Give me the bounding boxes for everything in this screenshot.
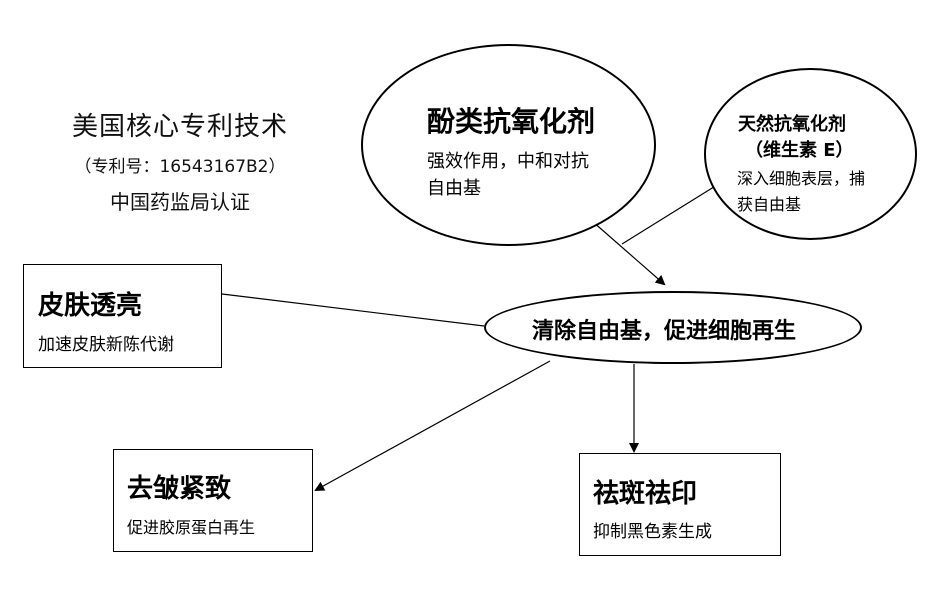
- spot-removal-box: [579, 453, 781, 556]
- skin-brightening-desc: 加速皮肤新陈代谢: [38, 335, 174, 355]
- connector-phenol-to-center: [591, 220, 666, 286]
- central-label: 清除自由基，促进细胞再生: [532, 319, 797, 344]
- natural-antioxidant-ellipse: [704, 68, 917, 240]
- natural-antioxidant-desc-line1: 深入细胞表层，捕: [737, 169, 866, 188]
- anti-wrinkle-title: 去皱紧致: [127, 474, 232, 504]
- phenol-antioxidant-desc-line2: 自由基: [427, 178, 481, 199]
- phenol-antioxidant-desc-line1: 强效作用，中和对抗: [427, 151, 589, 172]
- patent-title: 美国核心专利技术: [71, 112, 288, 142]
- natural-antioxidant-title: 天然抗氧化剂: [738, 114, 846, 135]
- skin-brightening-title: 皮肤透亮: [38, 291, 143, 321]
- natural-antioxidant-subtitle: （维生素 E）: [745, 140, 854, 161]
- connector-center-to-wrinkle: [314, 360, 551, 491]
- central-ellipse: [484, 291, 862, 364]
- patent-certification: 中国药监局认证: [110, 190, 250, 214]
- skin-brightening-box: [23, 264, 222, 368]
- natural-antioxidant-desc-line2: 获自由基: [737, 195, 802, 214]
- anti-wrinkle-desc: 促进胶原蛋白再生: [127, 518, 256, 537]
- phenol-antioxidant-title: 酚类抗氧化剂: [427, 105, 596, 138]
- spot-removal-desc: 抑制黑色素生成: [593, 522, 712, 542]
- anti-wrinkle-box: [113, 449, 313, 552]
- spot-removal-title: 祛斑祛印: [593, 479, 698, 509]
- connector-center-to-skin: [221, 293, 485, 327]
- patent-number: （专利号：16543167B2）: [74, 157, 286, 177]
- phenol-antioxidant-ellipse: [361, 44, 656, 246]
